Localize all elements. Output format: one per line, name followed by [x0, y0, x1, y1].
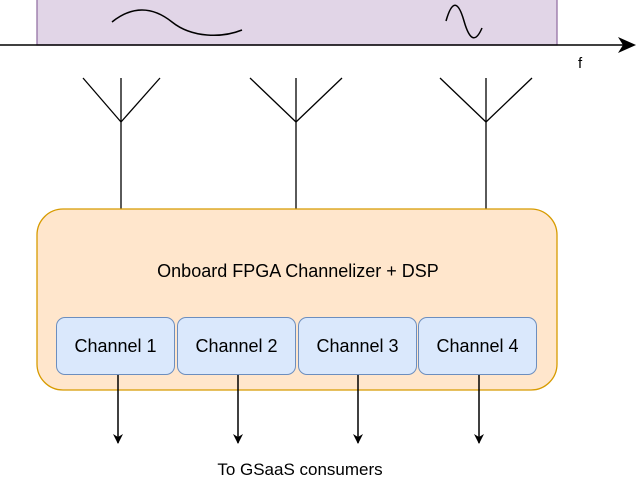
channel-box-3: Channel 3: [298, 317, 417, 375]
channel-label: Channel 4: [436, 335, 519, 356]
channel-label: Channel 2: [195, 335, 278, 356]
channel-label: Channel 1: [74, 335, 157, 356]
channel-box-4: Channel 4: [418, 317, 537, 375]
channel-label: Channel 3: [316, 335, 399, 356]
fpga-block-title: Onboard FPGA Channelizer + DSP: [157, 261, 439, 281]
channel-box-2: Channel 2: [177, 317, 296, 375]
channel-box-1: Channel 1: [56, 317, 175, 375]
frequency-axis-arrowhead: [618, 37, 636, 53]
narrow-signal-waveform: [445, 4, 483, 39]
wide-signal-waveform: [111, 9, 243, 36]
antenna-icon: [249, 77, 343, 209]
spectrum-band: [36, 0, 558, 46]
output-caption: To GSaaS consumers: [217, 460, 383, 479]
antenna-icon: [82, 77, 161, 209]
antenna-icon: [439, 77, 533, 209]
frequency-axis-label: f: [578, 55, 583, 72]
